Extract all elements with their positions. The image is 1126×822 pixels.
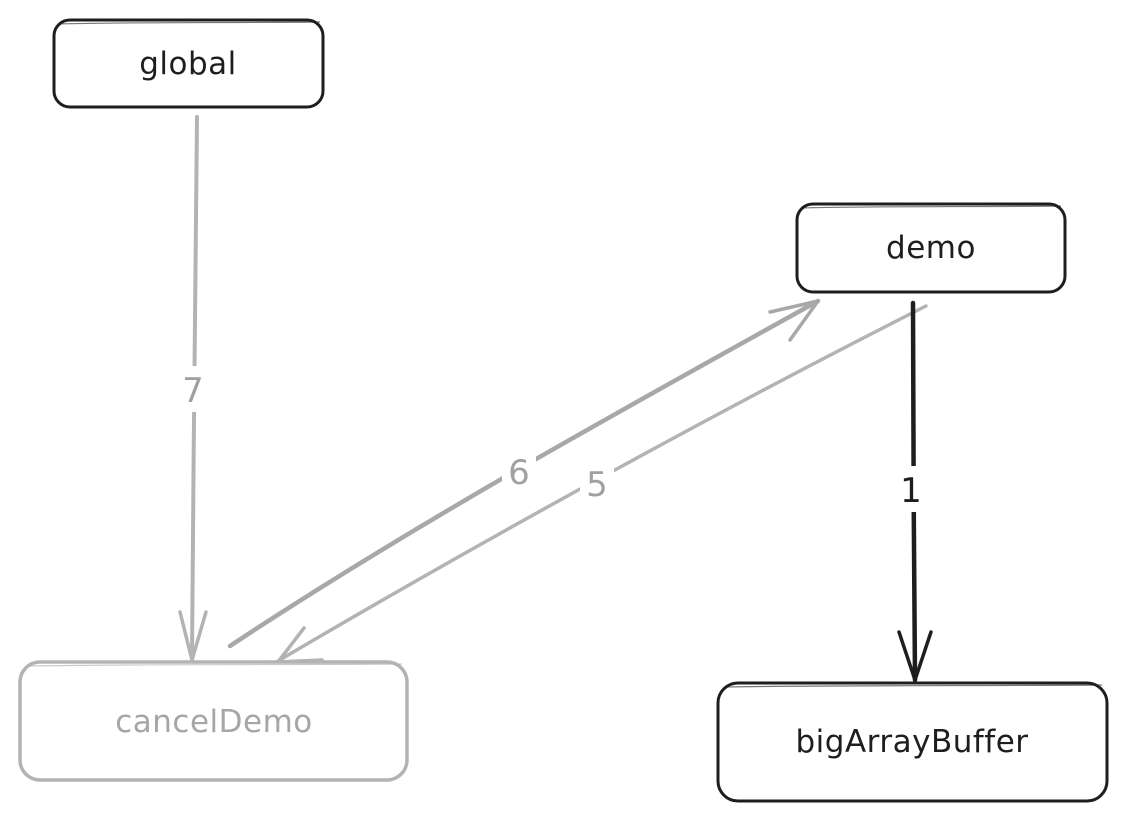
edge-demo-to-canceldemo: 5 [276, 304, 928, 664]
edge-label-1: 1 [900, 471, 922, 511]
edge-canceldemo-to-demo: 6 [227, 298, 821, 649]
node-global: global [52, 18, 325, 109]
edge-demo-to-bigarraybuffer: 1 [893, 300, 933, 683]
node-label-demo: demo [886, 230, 976, 266]
node-demo: demo [795, 202, 1067, 294]
node-label-bigarraybuffer: bigArrayBuffer [795, 724, 1028, 760]
edge-label-5: 5 [586, 465, 608, 505]
edge-label-7: 7 [182, 371, 204, 411]
node-bigarraybuffer: bigArrayBuffer [716, 681, 1109, 803]
node-label-canceldemo: cancelDemo [115, 704, 313, 740]
node-canceldemo: cancelDemo [18, 660, 409, 782]
node-label-global: global [139, 46, 237, 82]
edge-label-6: 6 [508, 453, 530, 493]
edge-global-to-canceldemo: 7 [176, 115, 210, 662]
